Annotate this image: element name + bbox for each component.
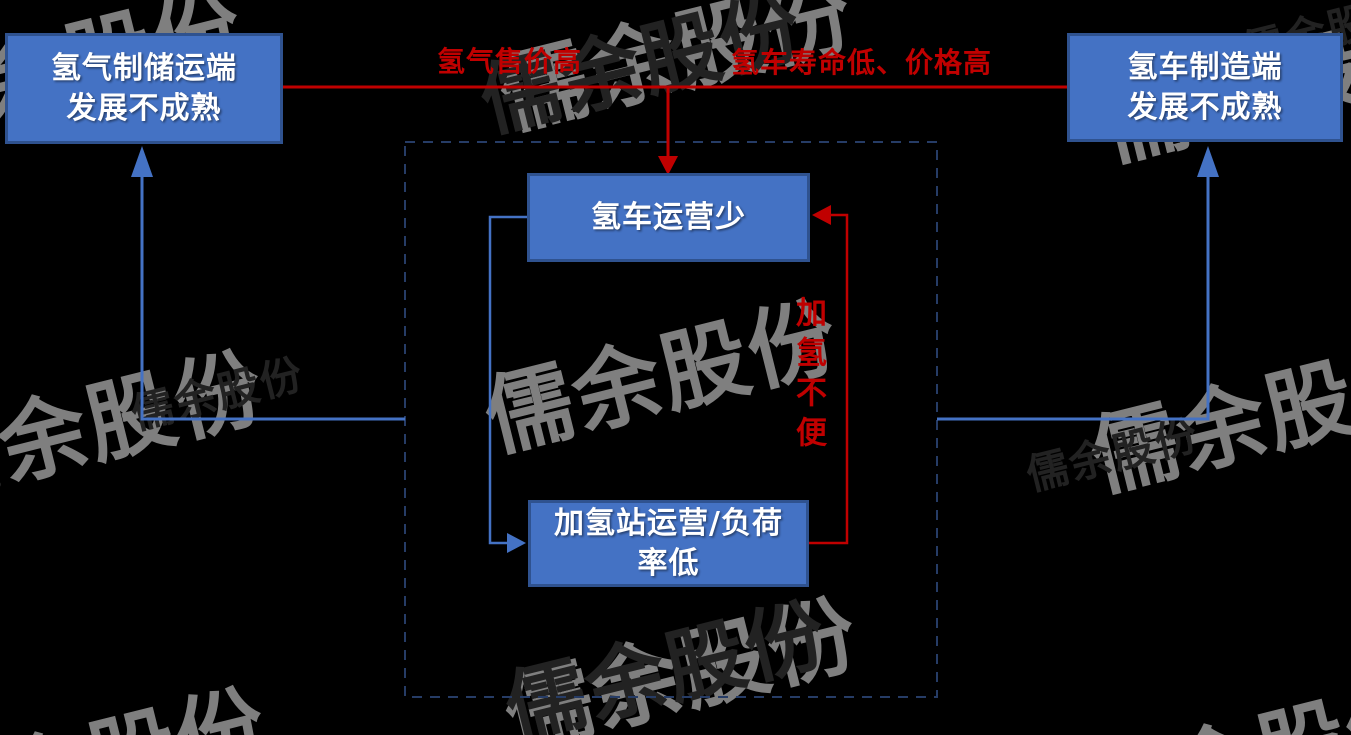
blue-right-connector — [937, 176, 1210, 421]
flow-box-vehicle-operation: 氢车运营少 — [527, 173, 810, 262]
blue-up-arrowhead-right-icon — [1197, 146, 1219, 177]
blue-right-arrowhead-icon — [507, 533, 526, 553]
flow-box-label: 氢车运营少 — [591, 199, 746, 235]
flow-box-refueling-station: 加氢站运营/负荷 率低 — [528, 500, 809, 587]
flow-box-label: 发展不成熟 — [66, 90, 222, 126]
red-down-arrowhead-icon — [658, 156, 678, 175]
flow-box-label: 氢气制储运端 — [51, 50, 237, 86]
blue-up-arrowhead-left-icon — [131, 146, 153, 177]
flow-box-hydrogen-supply: 氢气制储运端 发展不成熟 — [5, 33, 283, 144]
blue-left-connector — [140, 176, 405, 421]
flow-box-label: 率低 — [637, 545, 700, 581]
flow-box-label: 氢车制造端 — [1127, 49, 1283, 85]
flow-box-label: 加氢站运营/负荷 — [554, 505, 783, 541]
red-left-arrowhead-icon — [812, 205, 831, 225]
flow-box-label: 发展不成熟 — [1127, 89, 1283, 125]
blue-loop-connector — [488, 215, 527, 545]
flow-box-vehicle-manufacturing: 氢车制造端 发展不成熟 — [1067, 33, 1343, 142]
red-loop-connector — [809, 213, 849, 545]
